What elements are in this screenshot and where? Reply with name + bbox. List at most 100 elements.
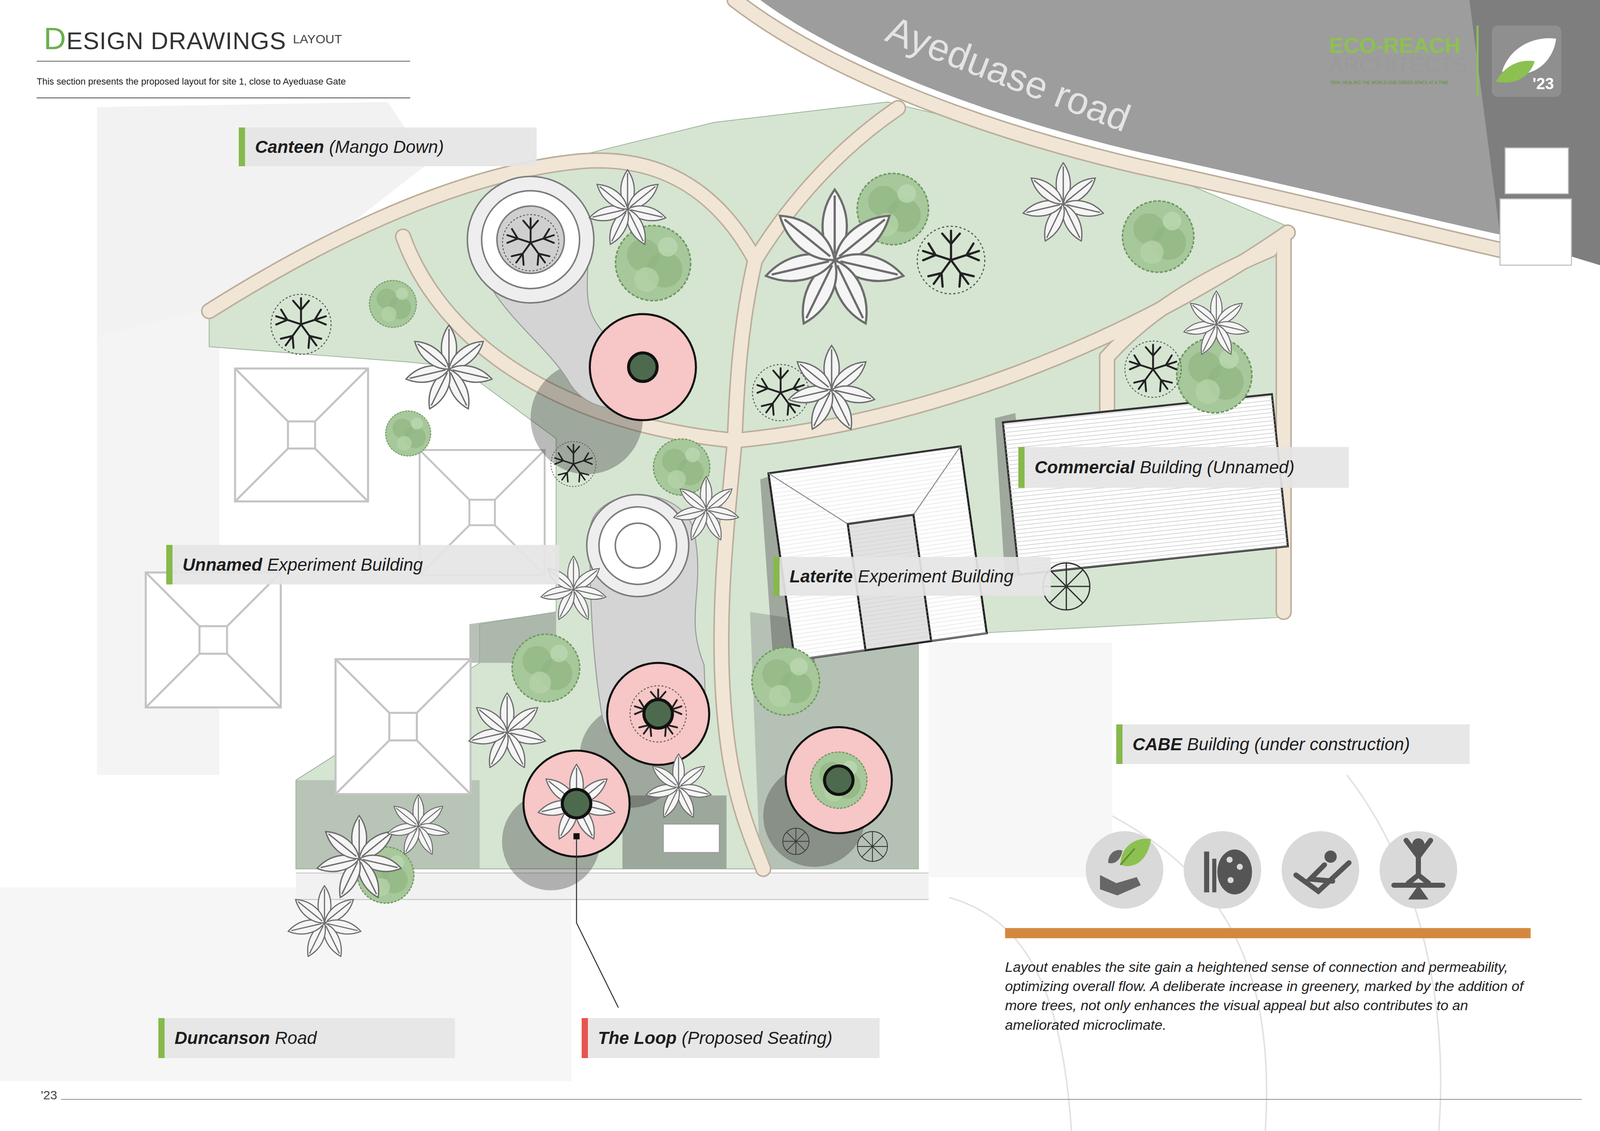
label-tag: CABEBuilding (under construction) [1116, 724, 1470, 765]
bare-tree [1125, 341, 1182, 398]
label-tag: The Loop(Proposed Seating) [581, 1018, 880, 1059]
loop-seat [590, 314, 697, 421]
activity-icon [1183, 831, 1262, 909]
parasol [857, 831, 888, 862]
logo [1495, 60, 1535, 83]
ring-seat [481, 190, 580, 289]
tag-detail: Experiment Building [857, 566, 1014, 587]
tag-detail: (Mango Down) [329, 137, 444, 158]
tag-detail: (Proposed Seating) [681, 1028, 833, 1049]
activity-icon [1227, 877, 1234, 884]
sheet-subtitle: LAYOUT [292, 32, 343, 47]
palm-tree [315, 815, 403, 901]
activity-icon [1393, 840, 1443, 886]
tag-detail: Building (under construction) [1187, 734, 1410, 755]
palm-tree [763, 189, 907, 329]
loop-seat [607, 662, 710, 765]
activity-icon [1379, 831, 1458, 909]
logo-year: '23 [1532, 75, 1554, 94]
context-ground [949, 775, 1441, 1131]
kiosk [663, 824, 720, 853]
parasol [782, 828, 810, 855]
palm-tree [787, 345, 877, 433]
context-building [335, 659, 471, 795]
context-ground [928, 642, 1113, 878]
bare-tree [270, 294, 331, 355]
logo-name: ARCHITECTS [1329, 52, 1468, 78]
footpaths [209, 160, 755, 311]
context-building [145, 572, 281, 708]
activity-icon [1120, 848, 1135, 865]
leader-line [573, 833, 619, 1008]
label-tag: UnnamedExperiment Building [166, 545, 560, 585]
seat-core [628, 352, 658, 382]
parasol [782, 562, 1090, 862]
logo [1477, 25, 1562, 97]
laterite-building [768, 446, 987, 660]
activity-icon [1212, 858, 1217, 893]
loop-seat [785, 727, 893, 834]
tag-name: Commercial [1034, 457, 1135, 478]
tag-name: CABE [1132, 734, 1183, 755]
context-ground [0, 887, 572, 1082]
sheet-rule [61, 1099, 1582, 1100]
palm-tree [536, 764, 617, 843]
caption-text: Layout enables the site gain a heightene… [1005, 957, 1531, 1035]
tree [752, 647, 820, 715]
bare-tree [502, 214, 559, 271]
page-number: '23 [40, 1088, 58, 1103]
palm-tree [587, 170, 668, 248]
tag-detail: Experiment Building [267, 555, 423, 575]
laterite-building [768, 446, 987, 660]
shadow [502, 362, 1031, 891]
loop-seat [523, 314, 892, 857]
activity-icon [1085, 831, 1164, 909]
footpaths [721, 440, 764, 870]
tree [357, 173, 1252, 904]
road [1500, 198, 1572, 265]
activity-icon [1108, 850, 1123, 864]
leader-line [576, 839, 619, 1008]
logo-tagline: *ERA, HEALING THE WORLD ONE GREEN SPACE … [1330, 80, 1449, 86]
laterite-building [768, 446, 987, 660]
logo [1476, 25, 1479, 97]
tag-name: Unnamed [182, 555, 263, 575]
tree [810, 752, 867, 809]
ring-seat [615, 523, 661, 569]
seat-core [562, 352, 853, 818]
tag-name: Laterite [789, 566, 853, 587]
tag-name: Duncanson [174, 1028, 270, 1049]
sheet-rule [36, 61, 410, 98]
tree [615, 225, 691, 301]
tree [512, 634, 580, 702]
activity-icon [1310, 865, 1333, 882]
ring-seat [599, 507, 677, 585]
bare-tree [550, 441, 596, 487]
palm-tree [1021, 162, 1105, 245]
bare-tree [630, 685, 687, 743]
road [1469, 0, 1600, 266]
tag-detail: Road [275, 1028, 317, 1049]
ring-seat [467, 176, 595, 304]
bare-tree [917, 226, 985, 294]
footpaths [1275, 236, 1292, 613]
activity-icon [1120, 838, 1151, 867]
activity-icon [1408, 885, 1429, 900]
tag-name: Canteen [255, 137, 325, 158]
activity-icon [1217, 849, 1253, 895]
label-tag: LateriteExperiment Building [773, 557, 1051, 596]
activity-icon [1204, 851, 1210, 893]
palm-tree [645, 754, 713, 820]
ring-seat [586, 494, 689, 597]
footpaths [734, 260, 755, 441]
palm-tree [672, 476, 740, 543]
footpaths [1277, 236, 1291, 613]
tree [369, 280, 417, 328]
context-building [235, 368, 368, 502]
seat-core [643, 699, 673, 729]
activity-icon [1324, 850, 1337, 863]
sheet-rule [36, 61, 1582, 1100]
road [1505, 147, 1569, 194]
tag-name: The Loop [597, 1028, 677, 1049]
sheet-description: This section presents the proposed layou… [36, 76, 346, 87]
